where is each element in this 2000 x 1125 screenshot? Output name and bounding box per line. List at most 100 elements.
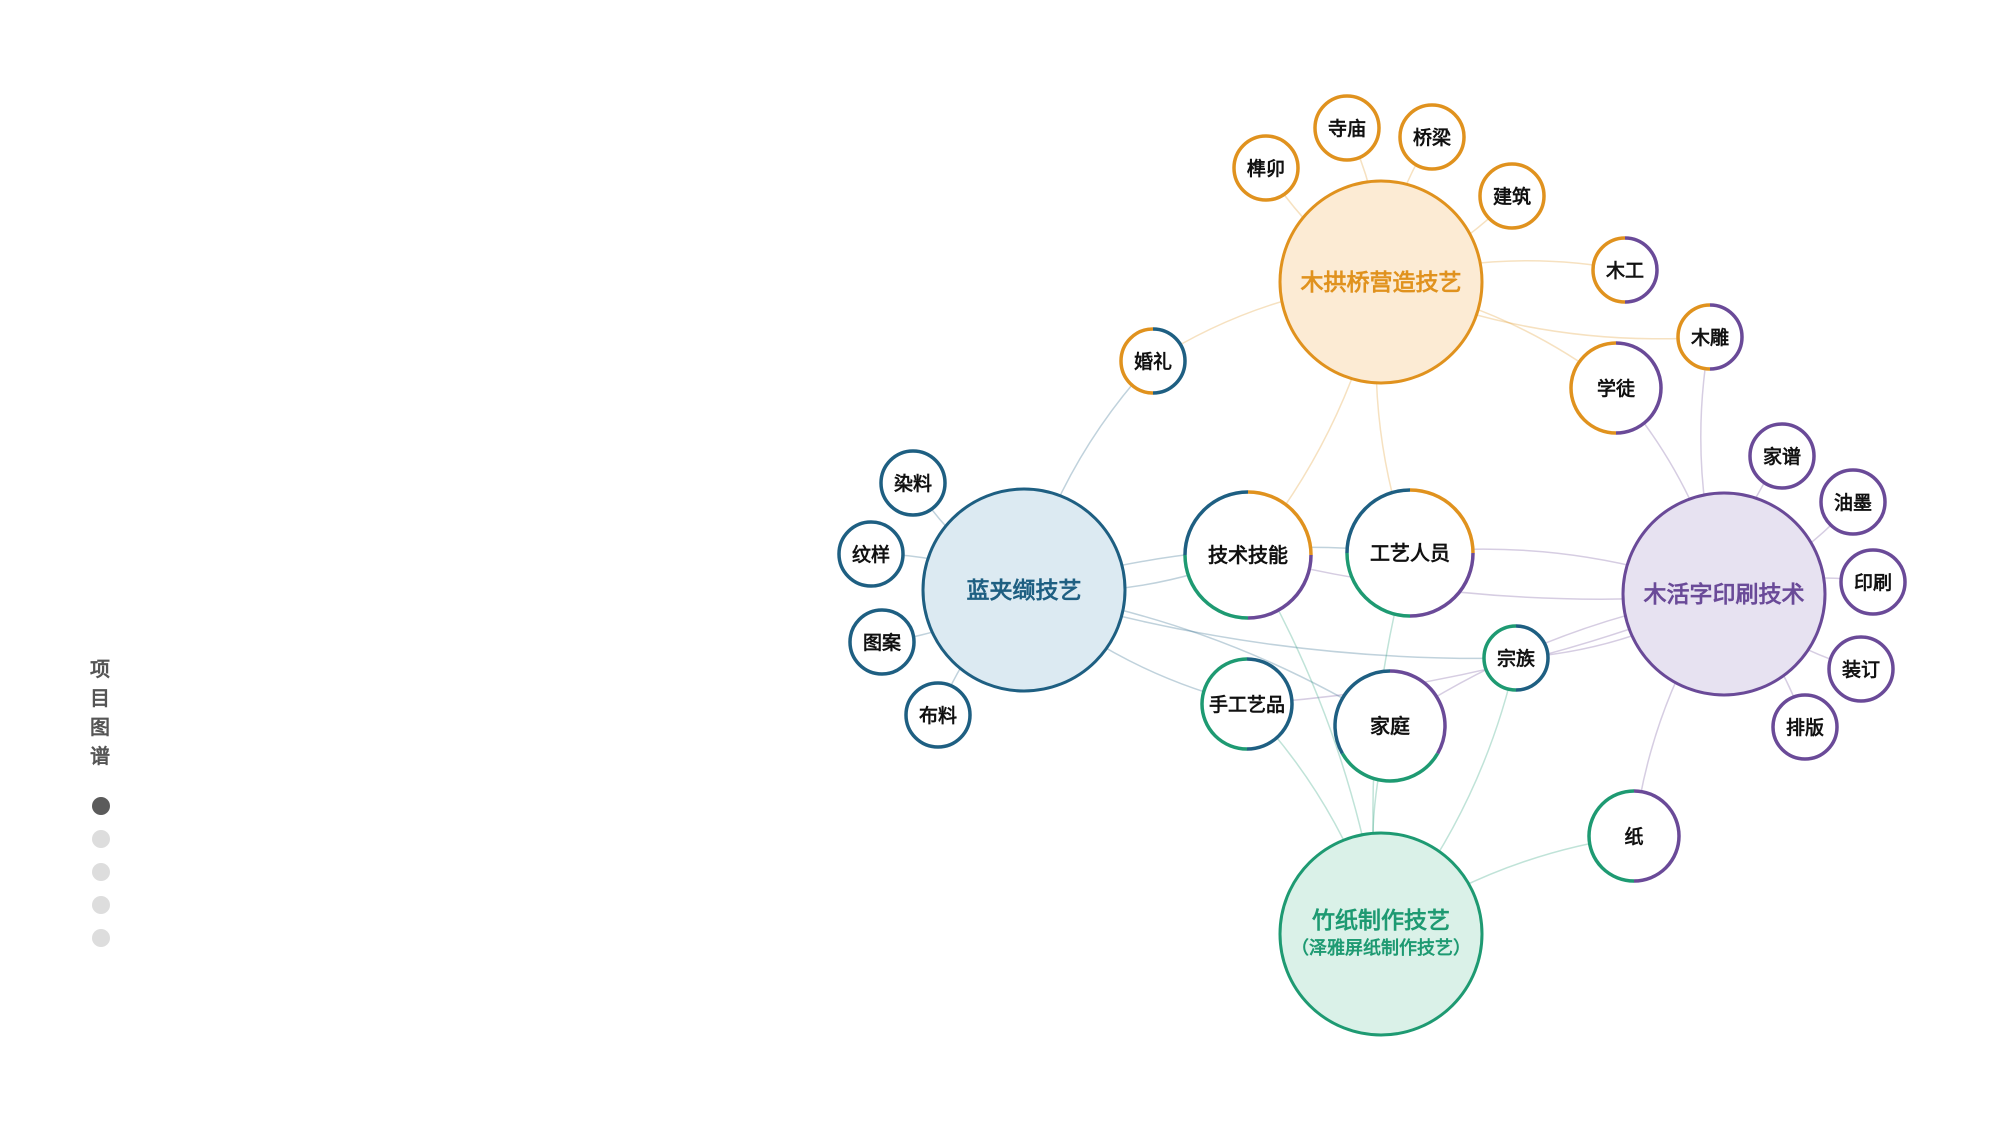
- graph-node-sunmao[interactable]: 榫卯: [1232, 134, 1300, 202]
- node-label: 桥梁: [1413, 126, 1452, 149]
- hub-label: 木拱桥营造技艺: [1300, 269, 1462, 296]
- graph-node-simiao[interactable]: 寺庙: [1313, 94, 1381, 162]
- node-ring-segment: [1389, 669, 1447, 755]
- node-ring-segment: [1247, 554, 1313, 620]
- node-circle: [1185, 492, 1311, 618]
- graph-node-yinshua[interactable]: 印刷: [1839, 548, 1907, 616]
- node-ring-segment: [1676, 303, 1711, 371]
- node-ring-segment: [1152, 327, 1187, 395]
- node-ring: [1839, 548, 1907, 616]
- hub-node-ljx[interactable]: 蓝夹缬技艺: [921, 487, 1127, 693]
- node-circle: [1234, 136, 1298, 200]
- node-ring: [879, 449, 947, 517]
- node-ring-segment: [1709, 303, 1744, 371]
- hub-label: 木活字印刷技术: [1643, 581, 1805, 608]
- node-ring-segment: [1591, 236, 1626, 304]
- node-ring-segment: [1587, 789, 1635, 883]
- graph-node-jishu[interactable]: 技术技能: [1183, 490, 1313, 620]
- graph-node-jianzhu[interactable]: 建筑: [1478, 162, 1546, 230]
- node-ring: [904, 681, 972, 749]
- node-label: 宗族: [1497, 647, 1536, 670]
- node-circle: [1841, 550, 1905, 614]
- page-dot-3[interactable]: [92, 863, 110, 881]
- node-ring-segment: [1633, 789, 1681, 883]
- node-label: 纸: [1624, 825, 1643, 848]
- node-circle: [1829, 637, 1893, 701]
- node-circle: [1484, 626, 1548, 690]
- page-indicator: [92, 797, 110, 962]
- node-label: 布料: [919, 704, 957, 727]
- node-circle: [1315, 96, 1379, 160]
- node-ring-segment: [1409, 488, 1475, 554]
- node-circle: [1202, 659, 1292, 749]
- graph-node-xuetu[interactable]: 学徒: [1569, 341, 1663, 435]
- node-label: 纹样: [852, 543, 890, 566]
- sidebar-title-char: 项: [90, 657, 110, 681]
- graph-node-mugong[interactable]: 木工: [1591, 236, 1659, 304]
- graph-node-gongyi[interactable]: 工艺人员: [1345, 488, 1475, 618]
- node-ring-segment: [1409, 552, 1475, 618]
- node-circle: [1121, 329, 1185, 393]
- sidebar-title: 项 目 图 谱: [84, 655, 116, 771]
- node-ring-segment: [1183, 554, 1249, 620]
- node-label: 木工: [1605, 259, 1644, 282]
- graph-node-shougong[interactable]: 手工艺品: [1200, 657, 1294, 751]
- hub-circle: [921, 487, 1127, 693]
- hub-circle: [1278, 831, 1484, 1037]
- node-label: 印刷: [1854, 572, 1892, 594]
- node-ring: [1827, 635, 1895, 703]
- node-label: 手工艺品: [1209, 693, 1285, 716]
- graph-node-qiaoliang[interactable]: 桥梁: [1398, 103, 1466, 171]
- node-ring-segment: [1615, 341, 1663, 435]
- node-label: 排版: [1786, 716, 1824, 739]
- graph-node-jiating[interactable]: 家庭: [1333, 669, 1447, 783]
- node-ring-segment: [1183, 490, 1249, 556]
- node-ring: [1771, 693, 1839, 761]
- node-ring: [1748, 422, 1816, 490]
- node-circle: [850, 610, 914, 674]
- node-circle: [1347, 490, 1473, 616]
- graph-node-zongzu[interactable]: 宗族: [1482, 624, 1550, 692]
- node-circle: [1750, 424, 1814, 488]
- hub-sublabel: （泽雅屏纸制作技艺）: [1291, 937, 1471, 959]
- graph-node-paiban[interactable]: 排版: [1771, 693, 1839, 761]
- node-circle: [1400, 105, 1464, 169]
- node-label: 建筑: [1493, 185, 1531, 208]
- page-dot-2[interactable]: [92, 830, 110, 848]
- node-label: 技术技能: [1208, 543, 1288, 567]
- node-ring: [1819, 468, 1887, 536]
- graph-node-zhi[interactable]: 纸: [1587, 789, 1681, 883]
- hub-circle: [1621, 491, 1827, 697]
- page-dot-4[interactable]: [92, 896, 110, 914]
- node-ring: [1232, 134, 1300, 202]
- graph-node-jiapu[interactable]: 家谱: [1748, 422, 1816, 490]
- graph-node-zhuangding[interactable]: 装订: [1827, 635, 1895, 703]
- node-label: 工艺人员: [1370, 541, 1450, 565]
- hub-label: 蓝夹缬技艺: [967, 577, 1082, 604]
- node-ring-segment: [1624, 236, 1659, 304]
- graph-node-ranliao[interactable]: 染料: [879, 449, 947, 517]
- graph-node-tuan[interactable]: 图案: [848, 608, 916, 676]
- graph-node-hunli[interactable]: 婚礼: [1119, 327, 1187, 395]
- hub-node-zzz[interactable]: 竹纸制作技艺（泽雅屏纸制作技艺）: [1278, 831, 1484, 1037]
- node-circle: [1593, 238, 1657, 302]
- page-dot-5[interactable]: [92, 929, 110, 947]
- node-label: 家庭: [1370, 714, 1410, 738]
- node-ring-segment: [1333, 669, 1391, 755]
- graph-node-youmo[interactable]: 油墨: [1819, 468, 1887, 536]
- page-dot-1[interactable]: [92, 797, 110, 815]
- graph-node-wenyang[interactable]: 纹样: [837, 520, 905, 588]
- node-ring-segment: [1200, 657, 1248, 751]
- hub-node-mgq[interactable]: 木拱桥营造技艺: [1278, 179, 1484, 385]
- node-ring-segment: [1345, 488, 1411, 554]
- node-label: 木雕: [1690, 326, 1729, 349]
- node-ring-segment: [1345, 552, 1411, 618]
- node-label: 榫卯: [1247, 157, 1285, 180]
- graph-node-buliao[interactable]: 布料: [904, 681, 972, 749]
- sidebar-title-char: 图: [90, 715, 110, 739]
- graph-node-mudiao[interactable]: 木雕: [1676, 303, 1744, 371]
- hub-node-mhz[interactable]: 木活字印刷技术: [1621, 491, 1827, 697]
- sidebar-title-char: 目: [90, 686, 110, 710]
